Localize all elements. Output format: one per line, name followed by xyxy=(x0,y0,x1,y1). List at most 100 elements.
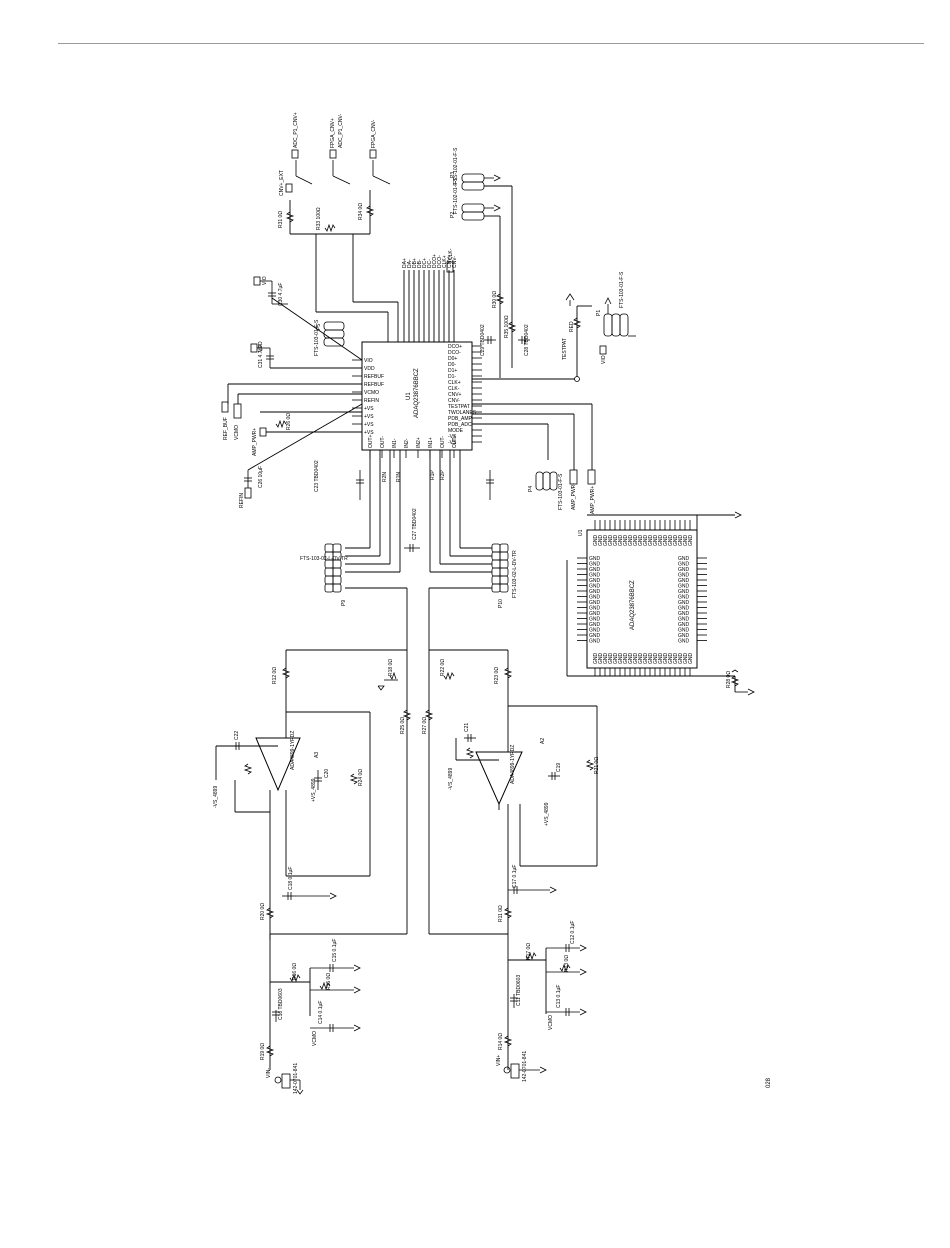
top-resistors: R31 0Ω R33 100Ω R34 0Ω xyxy=(278,190,399,342)
figure-id: 028 xyxy=(766,1077,772,1088)
u1b-body xyxy=(586,529,698,669)
net-flag-2 xyxy=(329,149,337,159)
net-vin-pos: VIN+ xyxy=(496,1055,502,1066)
header-pin xyxy=(332,543,342,553)
u1-bottom-pins: OUT+OUT-IN1-IN2-IN2+IN1+OUT-OUT+ xyxy=(368,434,458,458)
r-a3-3: R25 0Ω xyxy=(400,717,406,734)
r-pdb: R26 0Ω xyxy=(286,413,292,430)
u1-bottom-pin-label: IN1+ xyxy=(428,437,434,448)
net-amp-pwr-neg: AMP_PWR- xyxy=(571,483,577,510)
c-a3-6: C16 TBD0603 xyxy=(278,988,284,1020)
bus-label: DC- xyxy=(427,259,433,268)
p10-ref: P10 xyxy=(498,599,504,608)
u1-left-pin-label: VCMO xyxy=(364,390,379,396)
r-a3-5: R20 0Ω xyxy=(260,903,266,920)
u1-right-pin-label: D0- xyxy=(448,362,456,368)
u1b-gnd-pins: GNDGNDGNDGNDGNDGNDGNDGNDGNDGNDGNDGNDGNDG… xyxy=(577,520,707,676)
amp-a3-body xyxy=(255,737,301,792)
bus-label: DC+ xyxy=(422,258,428,268)
top-switches xyxy=(295,160,391,185)
gnd-label: GND xyxy=(589,622,601,628)
net-amp-pwr-pos: AMP_PWR+ xyxy=(252,428,258,456)
gnd-label: GND xyxy=(633,535,639,547)
amp-a2: A2 ADA4899-1YRDZ -VS_4899 +VS_4899 R23 0… xyxy=(422,649,600,934)
c-a3-3: C18 0.1µF xyxy=(288,867,294,890)
c-bot-2: C23 TBD0402 xyxy=(314,460,320,492)
gnd-label: GND xyxy=(678,567,690,573)
p4-part: FTS-103-01-F-S xyxy=(558,473,564,510)
gnd-label: GND xyxy=(589,578,601,584)
gnd-label: GND xyxy=(648,653,654,665)
net-vcmo-a3: VCMO xyxy=(312,1031,318,1046)
gnd-label: GND xyxy=(678,562,690,568)
amp-a2-body xyxy=(475,751,523,806)
p2-ref: P2 xyxy=(450,212,456,218)
gnd-label: GND xyxy=(589,573,601,579)
gnd-label: GND xyxy=(683,653,689,665)
gnd-label: GND xyxy=(589,556,601,562)
top-nets: ADC_P1_CNV+ FPGA_CNV+ ADC_P1_CNV- FPGA_C… xyxy=(279,112,377,196)
c-vdd: C31 4.7µF xyxy=(258,345,264,368)
c-a3-4: C15 0.1µF xyxy=(332,939,338,962)
r-a3-7: R15 0Ω xyxy=(326,973,332,990)
header-pin xyxy=(332,583,342,593)
r-a3-8: R19 0Ω xyxy=(260,1043,266,1060)
gnd-label: GND xyxy=(643,535,649,547)
gnd-label: GND xyxy=(688,535,694,547)
u1-right-pin-label: CLK+ xyxy=(448,380,461,386)
r-a3-4: R24 0Ω xyxy=(358,769,364,786)
header-pin xyxy=(332,575,342,585)
gnd-label: GND xyxy=(678,556,690,562)
gnd-label: GND xyxy=(589,633,601,639)
c-a2-2: C21 xyxy=(464,723,470,732)
u1-left-pin-label: +VS xyxy=(364,414,374,420)
gnd-label: GND xyxy=(608,535,614,547)
header-pin xyxy=(499,583,509,593)
u1-right-pin-label: DCO- xyxy=(448,350,461,356)
amp-a3-ref: A3 xyxy=(314,752,320,758)
r-clk: R35 100Ω xyxy=(504,315,510,338)
net-fpga-cnv-pos: FPGA_CNV+ xyxy=(330,118,336,148)
net-adc-p1-cnv-neg: ADC_P1_CNV- xyxy=(338,113,344,148)
r-a3-1: R12 0Ω xyxy=(272,667,278,684)
p9-part: FTS-103-02-L-DV-TR xyxy=(300,556,348,562)
right-headers: P3 FTS-102-01-F-S P2 FTS-102-01-F-S R30 … xyxy=(446,147,592,382)
r-top-2: R34 0Ω xyxy=(358,203,364,220)
u1-gnd-unit: ADAQ23876BBCZ U1 GNDGNDGNDGNDGNDGNDGNDGN… xyxy=(566,511,755,696)
c-a2-6: C11 TBD0603 xyxy=(516,975,522,1006)
gnd-label: GND xyxy=(673,653,679,665)
r-a3-6: R16 0Ω xyxy=(292,963,298,980)
c-vio: C30 4.7µF xyxy=(278,283,284,306)
p9-ref: P9 xyxy=(341,600,347,606)
u1-bottom-pin-label: IN2- xyxy=(404,438,410,448)
u1-left-pin-label: VIO xyxy=(364,358,373,364)
r-a3-2: R18 0Ω xyxy=(388,659,394,676)
net-vio-2: VIO xyxy=(601,355,607,364)
r-top-1: R33 100Ω xyxy=(316,207,322,230)
gnd-label: GND xyxy=(668,653,674,665)
u1-bottom-pin-label: IN1- xyxy=(392,438,398,448)
gnd-label: GND xyxy=(638,535,644,547)
gnd-label: GND xyxy=(678,595,690,601)
header-pin xyxy=(324,575,334,585)
gnd-label: GND xyxy=(678,639,690,645)
p1-header: P1 FTS-103-01-F-S VIO xyxy=(596,271,636,364)
r-a2-4: R21 0Ω xyxy=(594,757,600,774)
net-vdd: VDD xyxy=(258,341,264,352)
r-left-2: R1N xyxy=(396,472,402,482)
gnd-label: GND xyxy=(589,589,601,595)
p9-header: P9 FTS-103-02-L-DV-TR xyxy=(300,543,348,606)
net-fpga-cnv-neg: FPGA_CNV- xyxy=(371,119,377,148)
r-led: RED xyxy=(569,321,575,332)
bus-label: CNV+ xyxy=(447,254,453,268)
gnd-label: GND xyxy=(589,617,601,623)
u1-right-pin-label: PDB_ADC xyxy=(448,422,472,428)
gnd-label: GND xyxy=(678,584,690,590)
amp-a3-vs-pos: +VS_4899 xyxy=(311,778,317,802)
gnd-label: GND xyxy=(678,622,690,628)
u1-left-pin-label: REFBUF xyxy=(364,382,384,388)
u1-bottom-pin-label: OUT+ xyxy=(452,434,458,448)
header-pin xyxy=(324,543,334,553)
u1-right-pin-label: CNV+ xyxy=(448,392,462,398)
c-ref: C26 10µF xyxy=(258,466,264,488)
